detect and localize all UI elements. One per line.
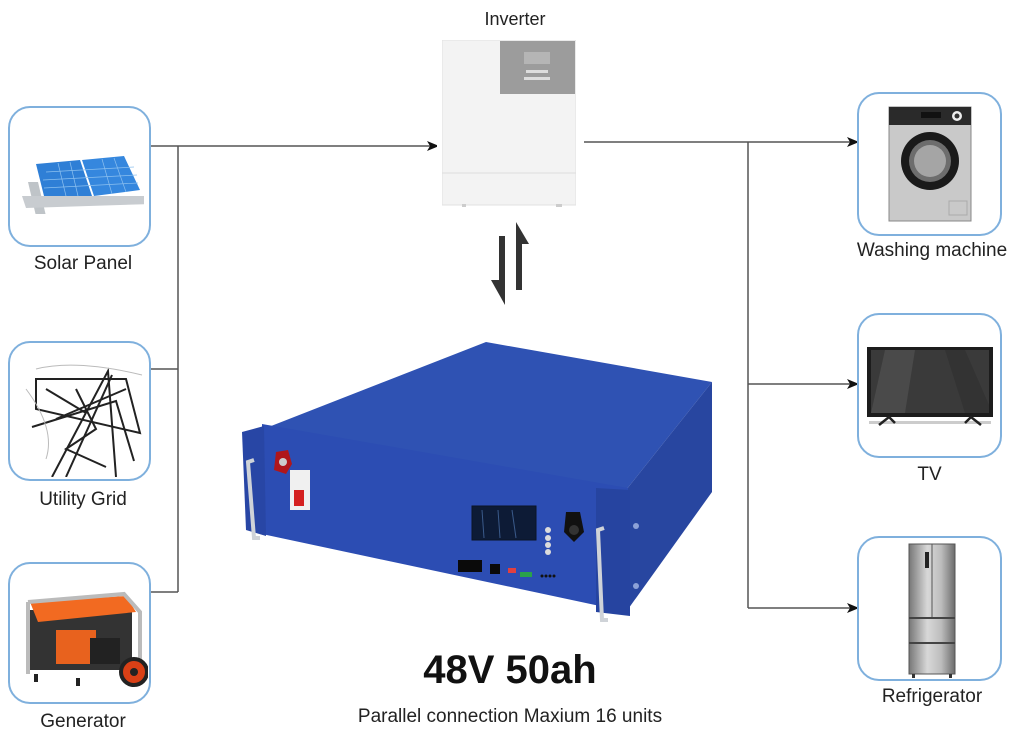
solar-panel-icon (22, 156, 144, 214)
bidirectional-arrow-icon (491, 222, 529, 305)
load-card-washing-machine (857, 92, 1002, 236)
rack-battery-icon (242, 342, 712, 622)
battery-spec-title: 48V 50ah (423, 648, 597, 692)
source-label-generator: Generator (40, 711, 126, 732)
load-label-refrigerator: Refrigerator (881, 686, 983, 707)
tv-icon (867, 347, 993, 426)
source-card-solar-panel (8, 106, 151, 247)
washing-machine-icon (888, 106, 972, 222)
generator-icon (26, 591, 148, 687)
source-card-generator (8, 562, 151, 704)
battery-spec-subtitle: Parallel connection Maxium 16 units (357, 706, 663, 727)
load-card-refrigerator (857, 536, 1002, 681)
inverter-label: Inverter (484, 9, 546, 29)
power-tower-icon (25, 364, 143, 477)
inverter-icon (442, 40, 576, 207)
load-label-washing-machine: Washing machine (856, 240, 1008, 261)
source-label-solar-panel: Solar Panel (33, 253, 133, 274)
source-card-utility-grid (8, 341, 151, 481)
load-card-tv (857, 313, 1002, 458)
load-label-tv: TV (917, 464, 942, 485)
source-label-utility-grid: Utility Grid (39, 489, 127, 510)
refrigerator-icon (908, 543, 956, 678)
